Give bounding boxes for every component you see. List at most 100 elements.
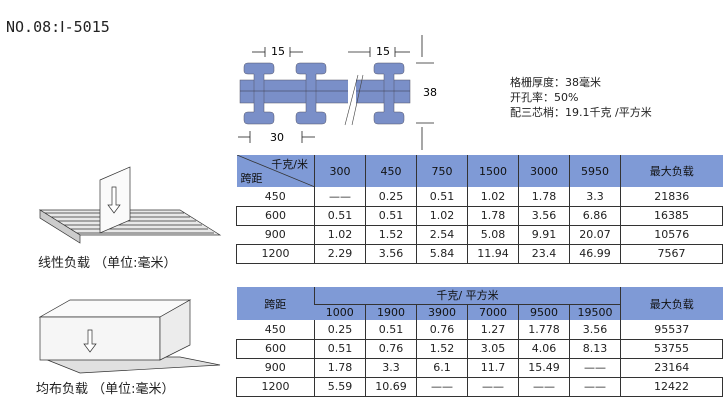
value-cell: 1.02 (314, 225, 366, 244)
column-header: 750 (416, 155, 468, 187)
column-header: 19500 (568, 304, 621, 320)
column-header: 9500 (518, 304, 570, 320)
value-cell: 0.51 (314, 338, 366, 359)
value-cell: 2.29 (314, 243, 366, 264)
column-header: 300 (314, 155, 366, 187)
spec-list: 格栅厚度：38毫米 开孔率：50% 配三芯梢：19.1千克 /平方米 (510, 75, 652, 120)
uniform-load-caption: 均布负载 （单位:毫米） (36, 382, 175, 397)
max-load-cell: 12422 (620, 376, 724, 397)
span-cell: 450 (264, 322, 286, 336)
uniform-load-illustration (38, 299, 221, 374)
column-header: 1900 (365, 304, 417, 320)
value-cell: 3.3 (365, 358, 417, 377)
value-cell: 11.7 (467, 358, 519, 377)
value-cell: 8.13 (568, 338, 621, 359)
value-cell: 15.49 (518, 358, 570, 377)
span-cell: 900 (264, 228, 286, 241)
value-cell: 3.56 (568, 320, 621, 339)
value-cell: 3.05 (467, 338, 519, 359)
value-cell: —— (568, 358, 621, 377)
dim-pitch-top: 15 (271, 45, 285, 58)
value-cell: 1.27 (467, 320, 519, 339)
value-cell: 5.59 (314, 376, 366, 397)
value-cell: 1.78 (467, 205, 519, 226)
column-header: 1000 (314, 304, 366, 320)
value-cell: —— (467, 376, 519, 397)
max-load-header: 最大负载 (620, 155, 723, 187)
span-cell: 900 (264, 361, 286, 374)
value-cell: —— (568, 376, 621, 397)
value-cell: 46.99 (569, 243, 621, 264)
span-cell: 1200 (236, 376, 315, 397)
value-cell: 3.3 (569, 187, 621, 206)
max-load-cell: 16385 (620, 205, 723, 226)
value-cell: 5.84 (416, 243, 468, 264)
value-cell: 1.52 (416, 338, 468, 359)
value-cell: 0.76 (416, 320, 468, 339)
value-cell: 1.78 (314, 358, 366, 377)
column-header: 450 (365, 155, 417, 187)
value-cell: 1.52 (365, 225, 417, 244)
column-header: 3900 (416, 304, 468, 320)
value-cell: 2.54 (416, 225, 468, 244)
value-cell: 0.76 (365, 338, 417, 359)
column-header: 5950 (569, 155, 621, 187)
span-cell: 600 (236, 338, 315, 359)
value-cell: 6.1 (416, 358, 468, 377)
spec-open-area: 开孔率：50% (510, 91, 579, 104)
value-cell: 20.07 (569, 225, 621, 244)
spec-thickness: 格栅厚度：38毫米 (510, 76, 601, 89)
line-load-illustration (38, 166, 222, 244)
span-header: 跨距 (236, 287, 315, 320)
span-cell: 600 (236, 205, 315, 226)
max-load-cell: 23164 (620, 358, 723, 377)
value-cell: —— (314, 187, 366, 206)
max-load-cell: 10576 (620, 225, 723, 244)
spec-weight: 配三芯梢：19.1千克 /平方米 (510, 106, 652, 119)
value-cell: 10.69 (365, 376, 417, 397)
value-cell: 0.51 (365, 205, 417, 226)
max-load-cell: 21836 (620, 187, 723, 206)
value-cell: 0.51 (416, 187, 468, 206)
corner-span-label: 跨距 (240, 172, 263, 185)
span-cell: 1200 (236, 243, 315, 264)
column-header: 1500 (467, 155, 519, 187)
column-header: 7000 (467, 304, 519, 320)
value-cell: 0.51 (314, 205, 366, 226)
value-cell: —— (416, 376, 468, 397)
value-cell: 1.02 (467, 187, 519, 206)
dim-spacing: 30 (270, 131, 284, 144)
value-cell: 0.25 (314, 320, 366, 339)
max-load-cell: 7567 (620, 243, 723, 264)
value-cell: 0.51 (365, 320, 417, 339)
max-load-header: 最大负载 (620, 287, 723, 320)
product-title: NO.08:Ⅰ-5015 (6, 18, 110, 36)
value-cell: 5.08 (467, 225, 519, 244)
dim-pitch-top-2: 15 (376, 45, 390, 58)
line-load-caption: 线性负载 （单位:毫米） (38, 256, 177, 271)
value-cell: 0.25 (365, 187, 417, 206)
value-cell: 9.91 (518, 225, 570, 244)
value-cell: 1.02 (416, 205, 468, 226)
i-bar-profile (243, 62, 275, 125)
value-cell: —— (518, 376, 570, 397)
load-group-header: 千克/ 平方米 (313, 287, 621, 305)
max-load-cell: 53755 (620, 338, 724, 359)
value-cell: 6.86 (569, 205, 621, 226)
corner-header: 千克/米 跨距 (236, 155, 315, 187)
corner-load-label: 千克/米 (271, 158, 308, 171)
bearing-bar (239, 79, 411, 104)
value-cell: 23.4 (518, 243, 570, 264)
dim-height: 38 (423, 86, 437, 99)
value-cell: 3.56 (518, 205, 570, 226)
